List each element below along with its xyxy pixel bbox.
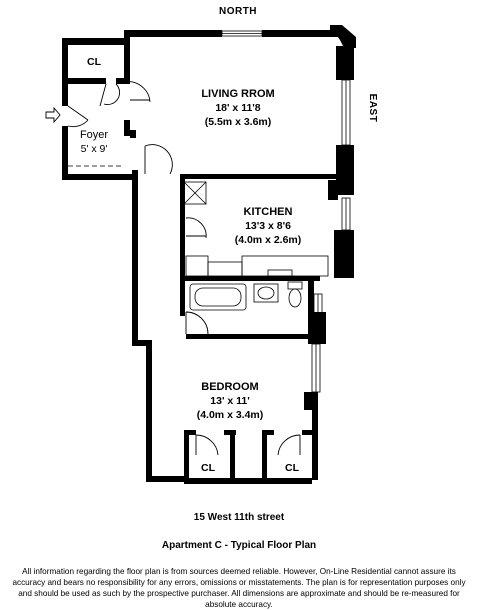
fixtures	[68, 165, 329, 311]
bedroom-closet-left-label: CL	[201, 462, 216, 474]
doors	[67, 81, 301, 456]
compass-east: EAST	[367, 94, 378, 123]
bedroom-label: BEDROOM 13' x 11' (4.0m x 3.4m)	[197, 381, 264, 421]
foyer-name: Foyer	[80, 129, 108, 141]
kitchen-name: KITCHEN	[244, 206, 293, 218]
bedroom-name: BEDROOM	[201, 381, 258, 393]
foyer-label: Foyer 5' x 9'	[80, 129, 108, 155]
floor-plan: NORTH EAST	[45, 6, 378, 484]
bedroom-closet-right-label: CL	[285, 462, 300, 474]
plan-title: Apartment C - Typical Floor Plan	[161, 540, 317, 551]
living-room-name: LIVING RROM	[201, 88, 274, 100]
compass-north: NORTH	[219, 6, 257, 17]
kitchen-label: KITCHEN 13'3 x 8'6 (4.0m x 2.6m)	[235, 206, 302, 246]
entry-arrow-icon	[45, 106, 61, 124]
bedroom-dim-metric: (4.0m x 3.4m)	[197, 409, 264, 421]
living-room-label: LIVING RROM 18' x 11'8 (5.5m x 3.6m)	[201, 88, 274, 128]
foyer-dim: 5' x 9'	[81, 143, 108, 155]
living-room-dim-imperial: 18' x 11'8	[215, 102, 260, 114]
kitchen-dim-metric: (4.0m x 2.6m)	[235, 234, 302, 246]
kitchen-dim-imperial: 13'3 x 8'6	[245, 220, 291, 232]
disclaimer-text: All information regarding the floor plan…	[12, 567, 466, 609]
windows	[221, 30, 351, 393]
walls	[62, 25, 356, 484]
living-room-dim-metric: (5.5m x 3.6m)	[205, 116, 272, 128]
foyer-closet-label: CL	[87, 56, 102, 68]
bedroom-dim-imperial: 13' x 11'	[210, 395, 249, 407]
building-address: 15 West 11th street	[193, 512, 285, 523]
